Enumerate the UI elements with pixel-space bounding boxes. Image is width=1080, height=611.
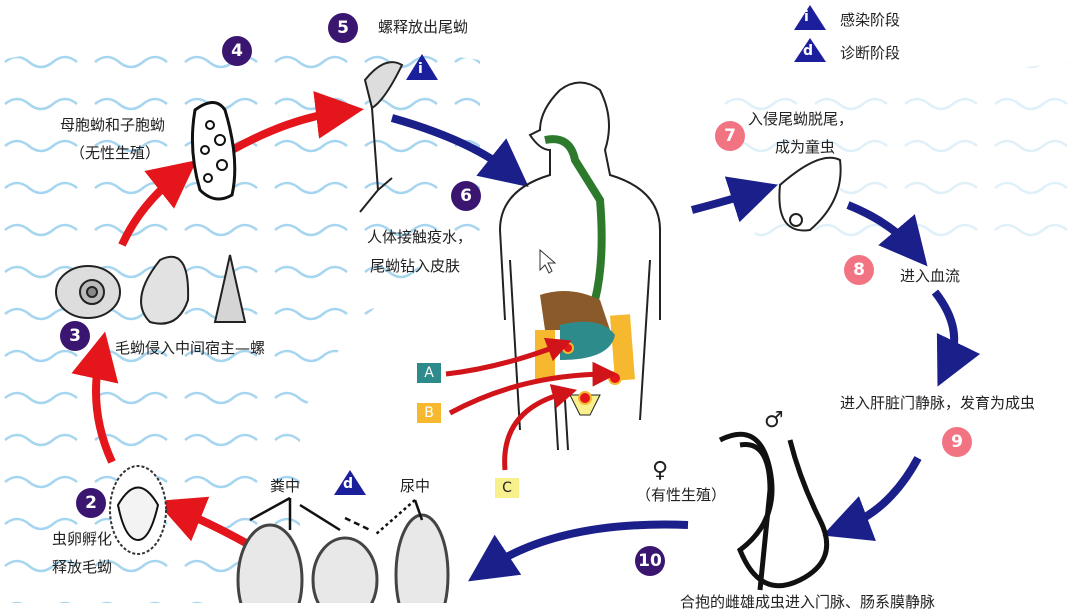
sporocyst-illustration xyxy=(190,101,237,201)
step-2-text-1: 虫卵孵化 xyxy=(52,530,113,548)
site-c-label: C xyxy=(495,478,519,498)
miracidium-illustration xyxy=(109,465,167,555)
step-6-badge: 6 xyxy=(451,181,481,211)
step-4-text-2: （无性生殖） xyxy=(70,144,161,162)
egg-diagnostic-icon: d xyxy=(343,476,354,492)
step-6-text-1: 人体接触疫水， xyxy=(367,228,473,246)
host-arrows xyxy=(390,114,981,582)
sexual-reproduction-label: （有性生殖） xyxy=(636,486,727,504)
cercaria-infection-icon: i xyxy=(418,61,423,77)
step-2-text-2: 释放毛蚴 xyxy=(52,558,113,576)
step-5-text: 螺释放出尾蚴 xyxy=(378,18,469,36)
egg-illustrations xyxy=(236,513,450,603)
stage-triangles xyxy=(334,5,826,495)
step-4-text-1: 母胞蚴和子胞蚴 xyxy=(60,116,166,134)
step-2-badge: 2 xyxy=(76,488,106,518)
step-6-text-2: 尾蚴钻入皮肤 xyxy=(370,257,461,275)
cercaria-illustration xyxy=(359,61,404,213)
feces-label: 粪中 xyxy=(270,477,301,495)
step-3-badge: 3 xyxy=(60,321,90,351)
mouse-cursor-icon xyxy=(539,248,557,274)
legend-diagnostic-label: 诊断阶段 xyxy=(840,44,901,62)
male-symbol: ♂ xyxy=(764,408,784,433)
step-8-text: 进入血流 xyxy=(900,267,961,285)
step-7-text-2: 成为童虫 xyxy=(775,138,836,156)
female-symbol: ♀ xyxy=(652,458,669,483)
step-7-text-1: 入侵尾蚴脱尾， xyxy=(748,110,854,128)
step-10-badge: 10 xyxy=(635,546,665,576)
legend-infection-label: 感染阶段 xyxy=(840,11,901,29)
urine-label: 尿中 xyxy=(400,477,431,495)
step-3-text: 毛蚴侵入中间宿主—螺 xyxy=(115,339,266,357)
step-7-badge: 7 xyxy=(715,121,745,151)
step-9-badge: 9 xyxy=(942,427,972,457)
step-9-text: 进入肝脏门静脉，发育为成虫 xyxy=(840,394,1036,412)
snail-illustrations xyxy=(55,254,247,325)
infection-stage-icon: i xyxy=(804,9,809,25)
site-a-label: A xyxy=(417,363,441,383)
diagnostic-stage-icon: d xyxy=(803,43,814,59)
step-4-badge: 4 xyxy=(222,36,252,66)
schistosomulum-illustration xyxy=(778,156,842,232)
site-b-label: B xyxy=(417,403,441,423)
egg-pointer-lines xyxy=(249,496,424,536)
step-5-badge: 5 xyxy=(328,13,358,43)
adult-worms-illustration xyxy=(718,431,830,591)
human-body-illustration xyxy=(498,81,661,451)
step-8-badge: 8 xyxy=(844,255,874,285)
digestive-organs xyxy=(535,135,635,416)
